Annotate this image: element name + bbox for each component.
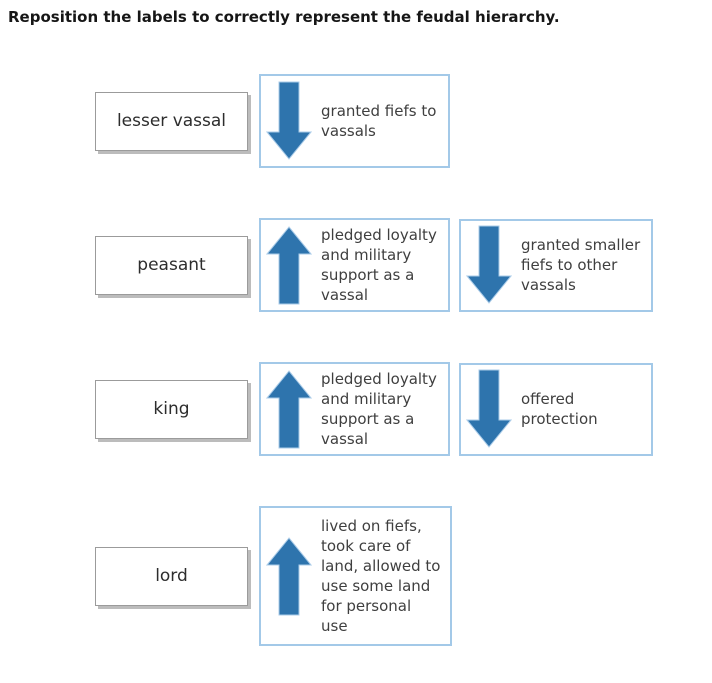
- hierarchy-row-2: peasant pledged loyalty and military sup…: [95, 218, 662, 312]
- hierarchy-row-3: king pledged loyalty and military suppor…: [95, 362, 662, 456]
- label-card-king[interactable]: king: [95, 379, 248, 439]
- label-text: king: [153, 399, 190, 419]
- relation-text: lived on fiefs, took care of land, allow…: [321, 517, 441, 635]
- label-card-lord[interactable]: lord: [95, 546, 248, 606]
- relation-text: granted smaller fiefs to other vassals: [521, 236, 641, 294]
- relation-text: granted fiefs to vassals: [321, 102, 437, 140]
- up-arrow-icon: [266, 537, 312, 616]
- page-title: Reposition the labels to correctly repre…: [8, 8, 560, 26]
- label-text: lesser vassal: [116, 111, 227, 131]
- label-card-lesser-vassal[interactable]: lesser vassal: [95, 91, 248, 151]
- up-arrow-icon: [266, 370, 312, 449]
- relation-box-pledged-loyalty-2: pledged loyalty and military support as …: [259, 362, 450, 456]
- hierarchy-board: lesser vassal granted fiefs to vassals p…: [95, 74, 662, 646]
- relation-box-lived-on-fiefs: lived on fiefs, took care of land, allow…: [259, 506, 452, 646]
- relation-box-pledged-loyalty: pledged loyalty and military support as …: [259, 218, 450, 312]
- relation-box-granted-smaller-fiefs: granted smaller fiefs to other vassals: [459, 218, 653, 312]
- up-arrow-icon: [266, 226, 312, 305]
- down-arrow-icon: [266, 81, 312, 160]
- hierarchy-row-1: lesser vassal granted fiefs to vassals: [95, 74, 662, 168]
- hierarchy-row-4: lord lived on fiefs, took care of land, …: [95, 506, 662, 646]
- relation-box-offered-protection: offered protection: [459, 362, 653, 456]
- label-card-peasant[interactable]: peasant: [95, 235, 248, 295]
- down-arrow-icon: [466, 225, 512, 304]
- relation-text: pledged loyalty and military support as …: [321, 370, 437, 448]
- relation-text: pledged loyalty and military support as …: [321, 226, 437, 304]
- down-arrow-icon: [466, 369, 512, 448]
- relation-box-granted-fiefs: granted fiefs to vassals: [259, 74, 450, 168]
- relation-text: offered protection: [521, 390, 598, 428]
- label-text: lord: [155, 566, 188, 586]
- label-text: peasant: [137, 255, 206, 275]
